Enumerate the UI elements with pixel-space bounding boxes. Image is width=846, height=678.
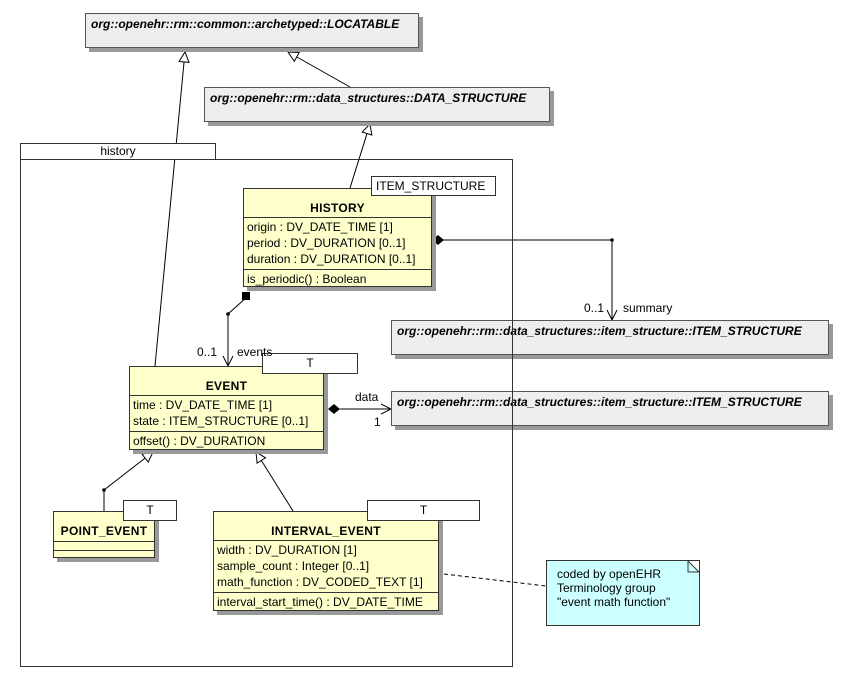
event-template-label: T [306,356,314,370]
item-structure-summary-class[interactable]: org::openehr::rm::data_structures::item_… [391,320,829,355]
item-structure-data-class-name: org::openehr::rm::data_structures::item_… [397,395,802,409]
interval-event-class-name: INTERVAL_EVENT [271,524,381,538]
event-attribute: state : ITEM_STRUCTURE [0..1] [133,414,309,428]
generalization-interval-event [256,452,294,512]
generalization-history-data-structure [349,124,370,189]
generalization-data-structure-locatable [288,52,351,88]
event-operations: offset() : DV_DURATION [130,431,323,451]
summary-role: summary [623,301,673,315]
locatable-class[interactable]: org::openehr::rm::common::archetyped::LO… [85,13,419,48]
generalization-event-locatable [154,52,185,367]
note-line: coded by openEHR [557,567,662,581]
point-event-template-param: T [123,500,177,521]
events-role: events [237,345,273,359]
interval-event-class[interactable]: INTERVAL_EVENT width : DV_DURATION [1] s… [213,511,439,611]
package-name: history [100,144,136,158]
note-line: "event math function" [557,595,671,609]
interval-event-operations: interval_start_time() : DV_DATE_TIME [214,592,438,612]
interval-event-attribute: width : DV_DURATION [1] [217,543,357,557]
summary-multiplicity: 0..1 [584,301,605,315]
interval-event-template-label: T [419,503,428,517]
history-template-label: ITEM_STRUCTURE [376,179,486,193]
event-class[interactable]: EVENT time : DV_DATE_TIME [1] state : IT… [129,366,324,450]
point-event-template-label: T [146,503,154,517]
history-attribute: duration : DV_DURATION [0..1] [247,252,416,266]
history-attributes: origin : DV_DATE_TIME [1] period : DV_DU… [244,217,431,269]
data-role: data [355,390,379,404]
item-structure-data-class[interactable]: org::openehr::rm::data_structures::item_… [391,391,829,426]
event-attributes: time : DV_DATE_TIME [1] state : ITEM_STR… [130,395,323,431]
history-attribute: origin : DV_DATE_TIME [1] [247,220,393,234]
interval-event-attribute: math_function : DV_CODED_TEXT [1] [217,575,423,589]
history-operation: is_periodic() : Boolean [247,272,367,286]
event-template-param: T [262,353,358,374]
data-structure-class[interactable]: org::openehr::rm::data_structures::DATA_… [204,87,550,122]
history-template-param: ITEM_STRUCTURE [371,176,496,196]
note-line: Terminology group [557,581,656,595]
history-class-name: HISTORY [310,201,365,215]
interval-event-template-param: T [367,500,480,521]
history-operations: is_periodic() : Boolean [244,269,431,289]
event-attribute: time : DV_DATE_TIME [1] [133,398,273,412]
point-event-class-name: POINT_EVENT [60,524,148,538]
package-tab[interactable]: history [20,143,216,160]
item-structure-summary-class-name: org::openehr::rm::data_structures::item_… [397,324,802,338]
events-multiplicity: 0..1 [197,345,218,359]
history-class[interactable]: HISTORY origin : DV_DATE_TIME [1] period… [243,188,432,287]
data-multiplicity: 1 [374,415,381,429]
interval-event-attributes: width : DV_DURATION [1] sample_count : I… [214,540,438,592]
note-link [443,573,547,587]
interval-event-attribute: sample_count : Integer [0..1] [217,559,370,573]
locatable-class-name: org::openehr::rm::common::archetyped::LO… [91,17,400,31]
data-structure-class-name: org::openehr::rm::data_structures::DATA_… [210,91,527,105]
event-operation: offset() : DV_DURATION [133,434,266,448]
history-attribute: period : DV_DURATION [0..1] [247,236,406,250]
event-class-name: EVENT [205,379,248,393]
interval-event-operation: interval_start_time() : DV_DATE_TIME [217,595,423,609]
math-function-note[interactable]: coded by openEHR Terminology group "even… [546,560,700,626]
package-body [20,159,513,667]
